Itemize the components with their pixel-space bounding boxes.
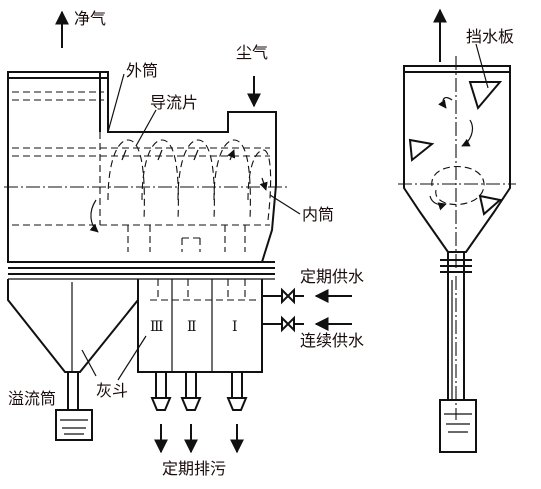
label-continuous-water: 连续供水	[300, 331, 364, 350]
guide-vanes	[107, 139, 272, 221]
valve-periodic	[281, 287, 304, 305]
hopper-box	[137, 279, 282, 411]
swirl-arrow	[89, 199, 99, 233]
ash-hopper-cone	[7, 279, 139, 373]
leader-inner	[269, 194, 301, 215]
inner-pipes	[127, 225, 246, 252]
label-clean-gas: 净气	[74, 9, 106, 28]
label-inner-cylinder: 内筒	[302, 205, 334, 224]
hopper-number-3: Ⅲ	[150, 319, 164, 335]
label-periodic-drain: 定期排污	[162, 459, 226, 478]
label-guide-vane: 导流片	[150, 93, 198, 112]
vertical-overflow-tank	[439, 399, 477, 453]
vertical-collector	[398, 8, 516, 453]
label-ash-hopper: 灰斗	[96, 381, 128, 400]
label-periodic-water: 定期供水	[300, 267, 364, 286]
horizontal-collector	[4, 10, 352, 454]
label-water-baffle: 挡水板	[466, 27, 514, 46]
leader-outer	[107, 73, 125, 133]
leader-baffle	[475, 43, 489, 89]
leader-vane	[135, 109, 157, 147]
label-dust-gas: 尘气	[236, 43, 268, 62]
leader-hopper-1	[117, 335, 147, 381]
label-outer-cylinder: 外筒	[126, 61, 158, 80]
leader-hopper-2	[81, 349, 97, 377]
label-overflow-cylinder: 溢流筒	[8, 389, 56, 408]
hopper-number-1: Ⅰ	[232, 319, 238, 335]
hopper-number-2: Ⅱ	[187, 319, 197, 335]
overflow-cylinder	[55, 372, 93, 441]
water-baffle	[468, 81, 503, 111]
vertical-cylinder	[403, 65, 511, 253]
valve-continuous	[281, 315, 304, 333]
